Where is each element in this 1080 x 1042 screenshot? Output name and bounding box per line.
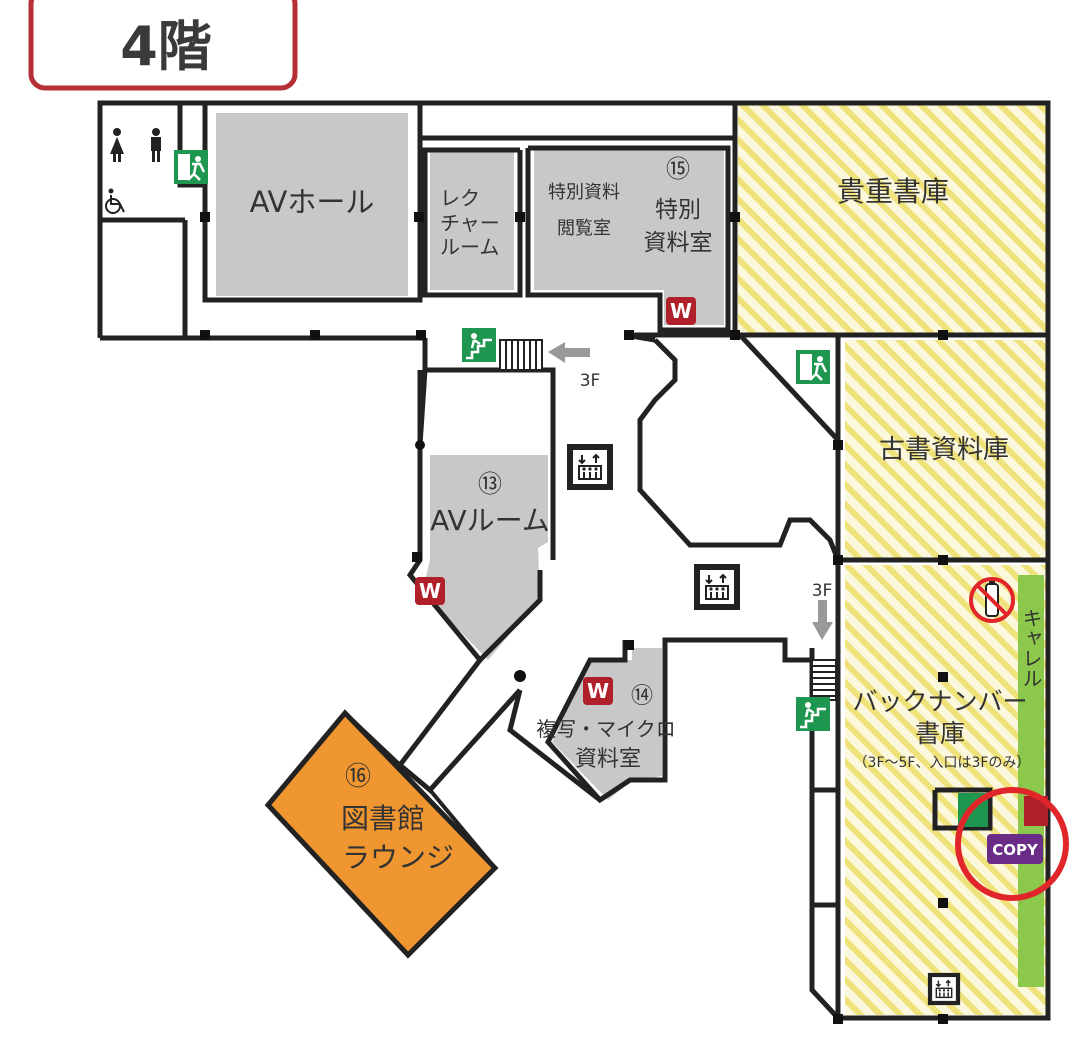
svg-text:W: W xyxy=(670,299,692,323)
wifi-badge-icon: W xyxy=(583,677,613,705)
floor-title-badge: 4階 xyxy=(28,0,298,91)
copy-machine-icon: COPY xyxy=(987,834,1043,864)
av-room-label: AVルーム xyxy=(430,504,550,537)
stairs-top xyxy=(499,339,543,371)
copy-highlight-circle xyxy=(955,787,1069,901)
copy-micro-line-1: 複写・マイクロ xyxy=(536,717,676,741)
wifi-badge-icon: W xyxy=(666,297,696,325)
back-number-line-2: 書庫 xyxy=(915,719,965,748)
emergency-exit-icon xyxy=(794,695,832,733)
av-hall-room xyxy=(216,113,408,296)
lounge-number: ⑯ xyxy=(345,762,371,792)
back-number-line-1: バックナンバー xyxy=(852,687,1027,716)
stairs-3f-label-top: 3F xyxy=(580,371,601,391)
elevator-icon xyxy=(570,447,610,487)
lecture-room-line-3: ルーム xyxy=(440,235,499,259)
av-room-number: ⑬ xyxy=(478,470,502,498)
arrow-icon xyxy=(548,342,590,363)
av-hall-label: AVホール xyxy=(250,185,375,219)
stairs-right xyxy=(811,659,837,701)
arrow-icon xyxy=(812,600,833,640)
stairs-3f-label-right: 3F xyxy=(812,581,833,601)
lounge-room xyxy=(264,709,499,959)
emergency-exit-icon xyxy=(794,348,832,386)
old-books-label: 古書資料庫 xyxy=(879,435,1009,465)
lounge-line-2: ラウンジ xyxy=(342,841,454,874)
special-archive-room xyxy=(534,150,724,325)
elevator-icon xyxy=(930,975,958,1003)
rare-books-area xyxy=(738,105,1046,333)
floor-title: 4階 xyxy=(120,15,212,78)
lounge-line-1: 図書館 xyxy=(341,802,425,835)
copy-micro-line-2: 資料室 xyxy=(575,747,641,772)
back-number-note: （3F〜5F、入口は3Fのみ） xyxy=(854,755,1031,771)
emergency-exit-icon xyxy=(172,148,210,186)
female-restroom-icon xyxy=(110,128,124,162)
av-room-room xyxy=(424,455,548,660)
special-reading-line-1: 特別資料 xyxy=(548,182,620,203)
wheelchair-icon xyxy=(105,188,125,214)
carrel-label: キャレル xyxy=(1019,608,1043,688)
lecture-room-line-1: レク xyxy=(440,186,480,210)
special-archive-line-1: 特別 xyxy=(655,197,701,223)
special-archive-line-2: 資料室 xyxy=(644,230,713,256)
copy-micro-room xyxy=(552,648,662,800)
elevator-icon xyxy=(697,567,737,607)
carrel-strip xyxy=(1018,575,1044,987)
special-reading-line-2: 閲覧室 xyxy=(557,218,611,239)
old-books-area xyxy=(845,340,1046,558)
wall-posts xyxy=(200,212,948,1024)
male-restroom-icon xyxy=(151,128,161,162)
svg-text:W: W xyxy=(587,679,609,703)
special-archive-number: ⑮ xyxy=(666,155,690,183)
copy-micro-number: ⑭ xyxy=(631,684,653,709)
no-drinks-icon xyxy=(969,577,1015,623)
rare-books-label: 貴重書庫 xyxy=(837,175,949,208)
lecture-room-line-2: チャー xyxy=(440,211,500,235)
svg-text:COPY: COPY xyxy=(992,841,1039,859)
lecture-room xyxy=(430,150,514,290)
svg-text:W: W xyxy=(419,579,441,603)
emergency-exit-icon xyxy=(460,326,498,364)
wifi-badge-icon: W xyxy=(415,577,445,605)
